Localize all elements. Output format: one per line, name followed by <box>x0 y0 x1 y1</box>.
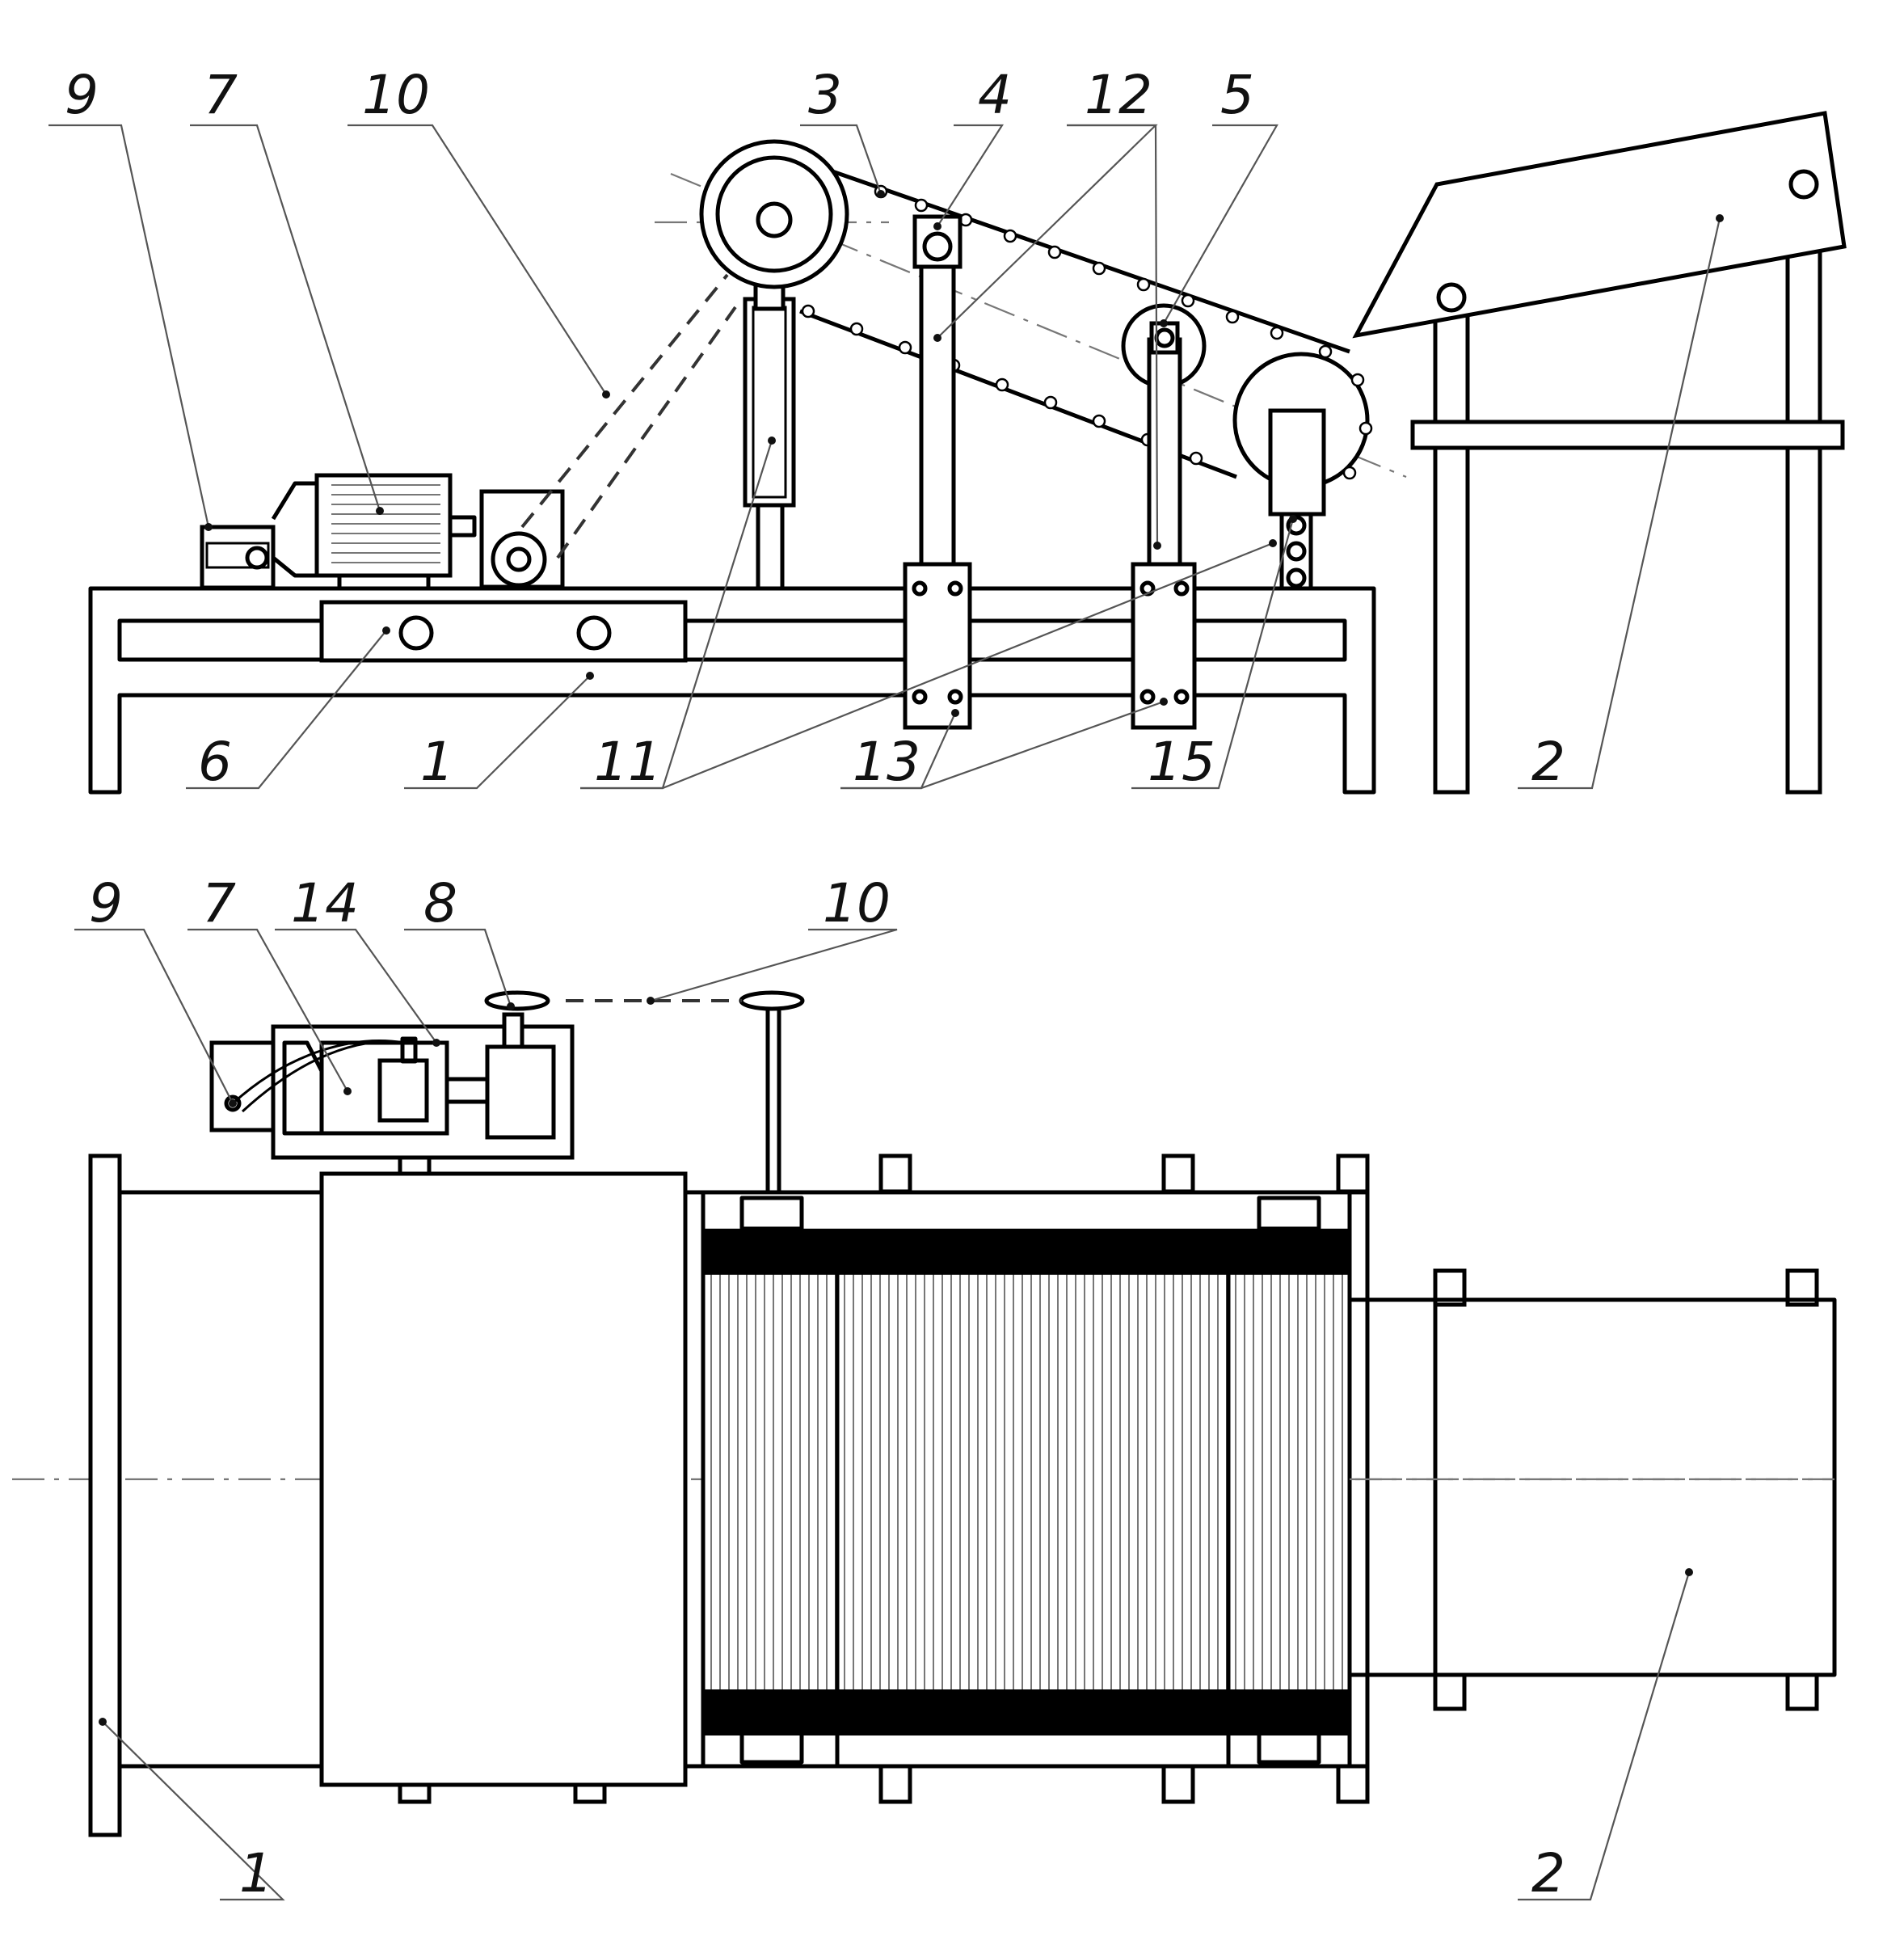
top-label-14: 14 <box>291 872 359 934</box>
belt-ribs <box>710 1273 1343 1691</box>
drive-group <box>200 473 565 591</box>
slide-block <box>319 600 688 663</box>
side-label-13: 13 <box>853 731 920 793</box>
dashed-chain <box>520 273 737 559</box>
side-leader-dots <box>204 190 1724 717</box>
side-label-5: 5 <box>1220 64 1254 126</box>
top-label-7: 7 <box>202 872 236 934</box>
side-view: 9 7 10 3 4 12 5 6 1 11 13 15 2 <box>48 64 1847 795</box>
top-view: 9 7 14 8 10 1 2 <box>12 872 1837 1904</box>
drive-assembly-plan <box>209 990 575 1160</box>
side-label-2: 2 <box>1531 731 1565 793</box>
bracket <box>1268 408 1326 591</box>
top-label-2: 2 <box>1531 1842 1565 1904</box>
top-label-1: 1 <box>239 1842 273 1904</box>
top-label-10: 10 <box>823 872 891 934</box>
base-frame <box>88 586 1376 795</box>
support-post-4 <box>903 214 972 730</box>
top-label-8: 8 <box>423 872 457 934</box>
side-label-10: 10 <box>362 64 430 126</box>
top-label-9: 9 <box>89 872 123 934</box>
side-label-6: 6 <box>198 731 232 793</box>
side-label-9: 9 <box>65 64 99 126</box>
top-leader-dots <box>99 997 1693 1726</box>
side-label-7: 7 <box>204 64 238 126</box>
conveyor-belt <box>655 139 1407 489</box>
side-leaders <box>48 124 1721 790</box>
side-label-1: 1 <box>420 731 454 793</box>
side-label-11: 11 <box>594 731 662 793</box>
side-label-15: 15 <box>1148 731 1215 793</box>
belt-plan <box>701 1190 1352 1769</box>
top-leaders <box>74 928 1691 1901</box>
receiving-table-plan <box>1347 1268 1837 1711</box>
side-label-12: 12 <box>1085 64 1152 126</box>
support-post-5 <box>1121 303 1207 730</box>
receiving-table <box>1352 111 1847 795</box>
slide-plate <box>319 1171 688 1787</box>
side-label-3: 3 <box>808 64 842 126</box>
side-label-4: 4 <box>978 64 1012 126</box>
top-drive-link <box>566 990 805 1195</box>
